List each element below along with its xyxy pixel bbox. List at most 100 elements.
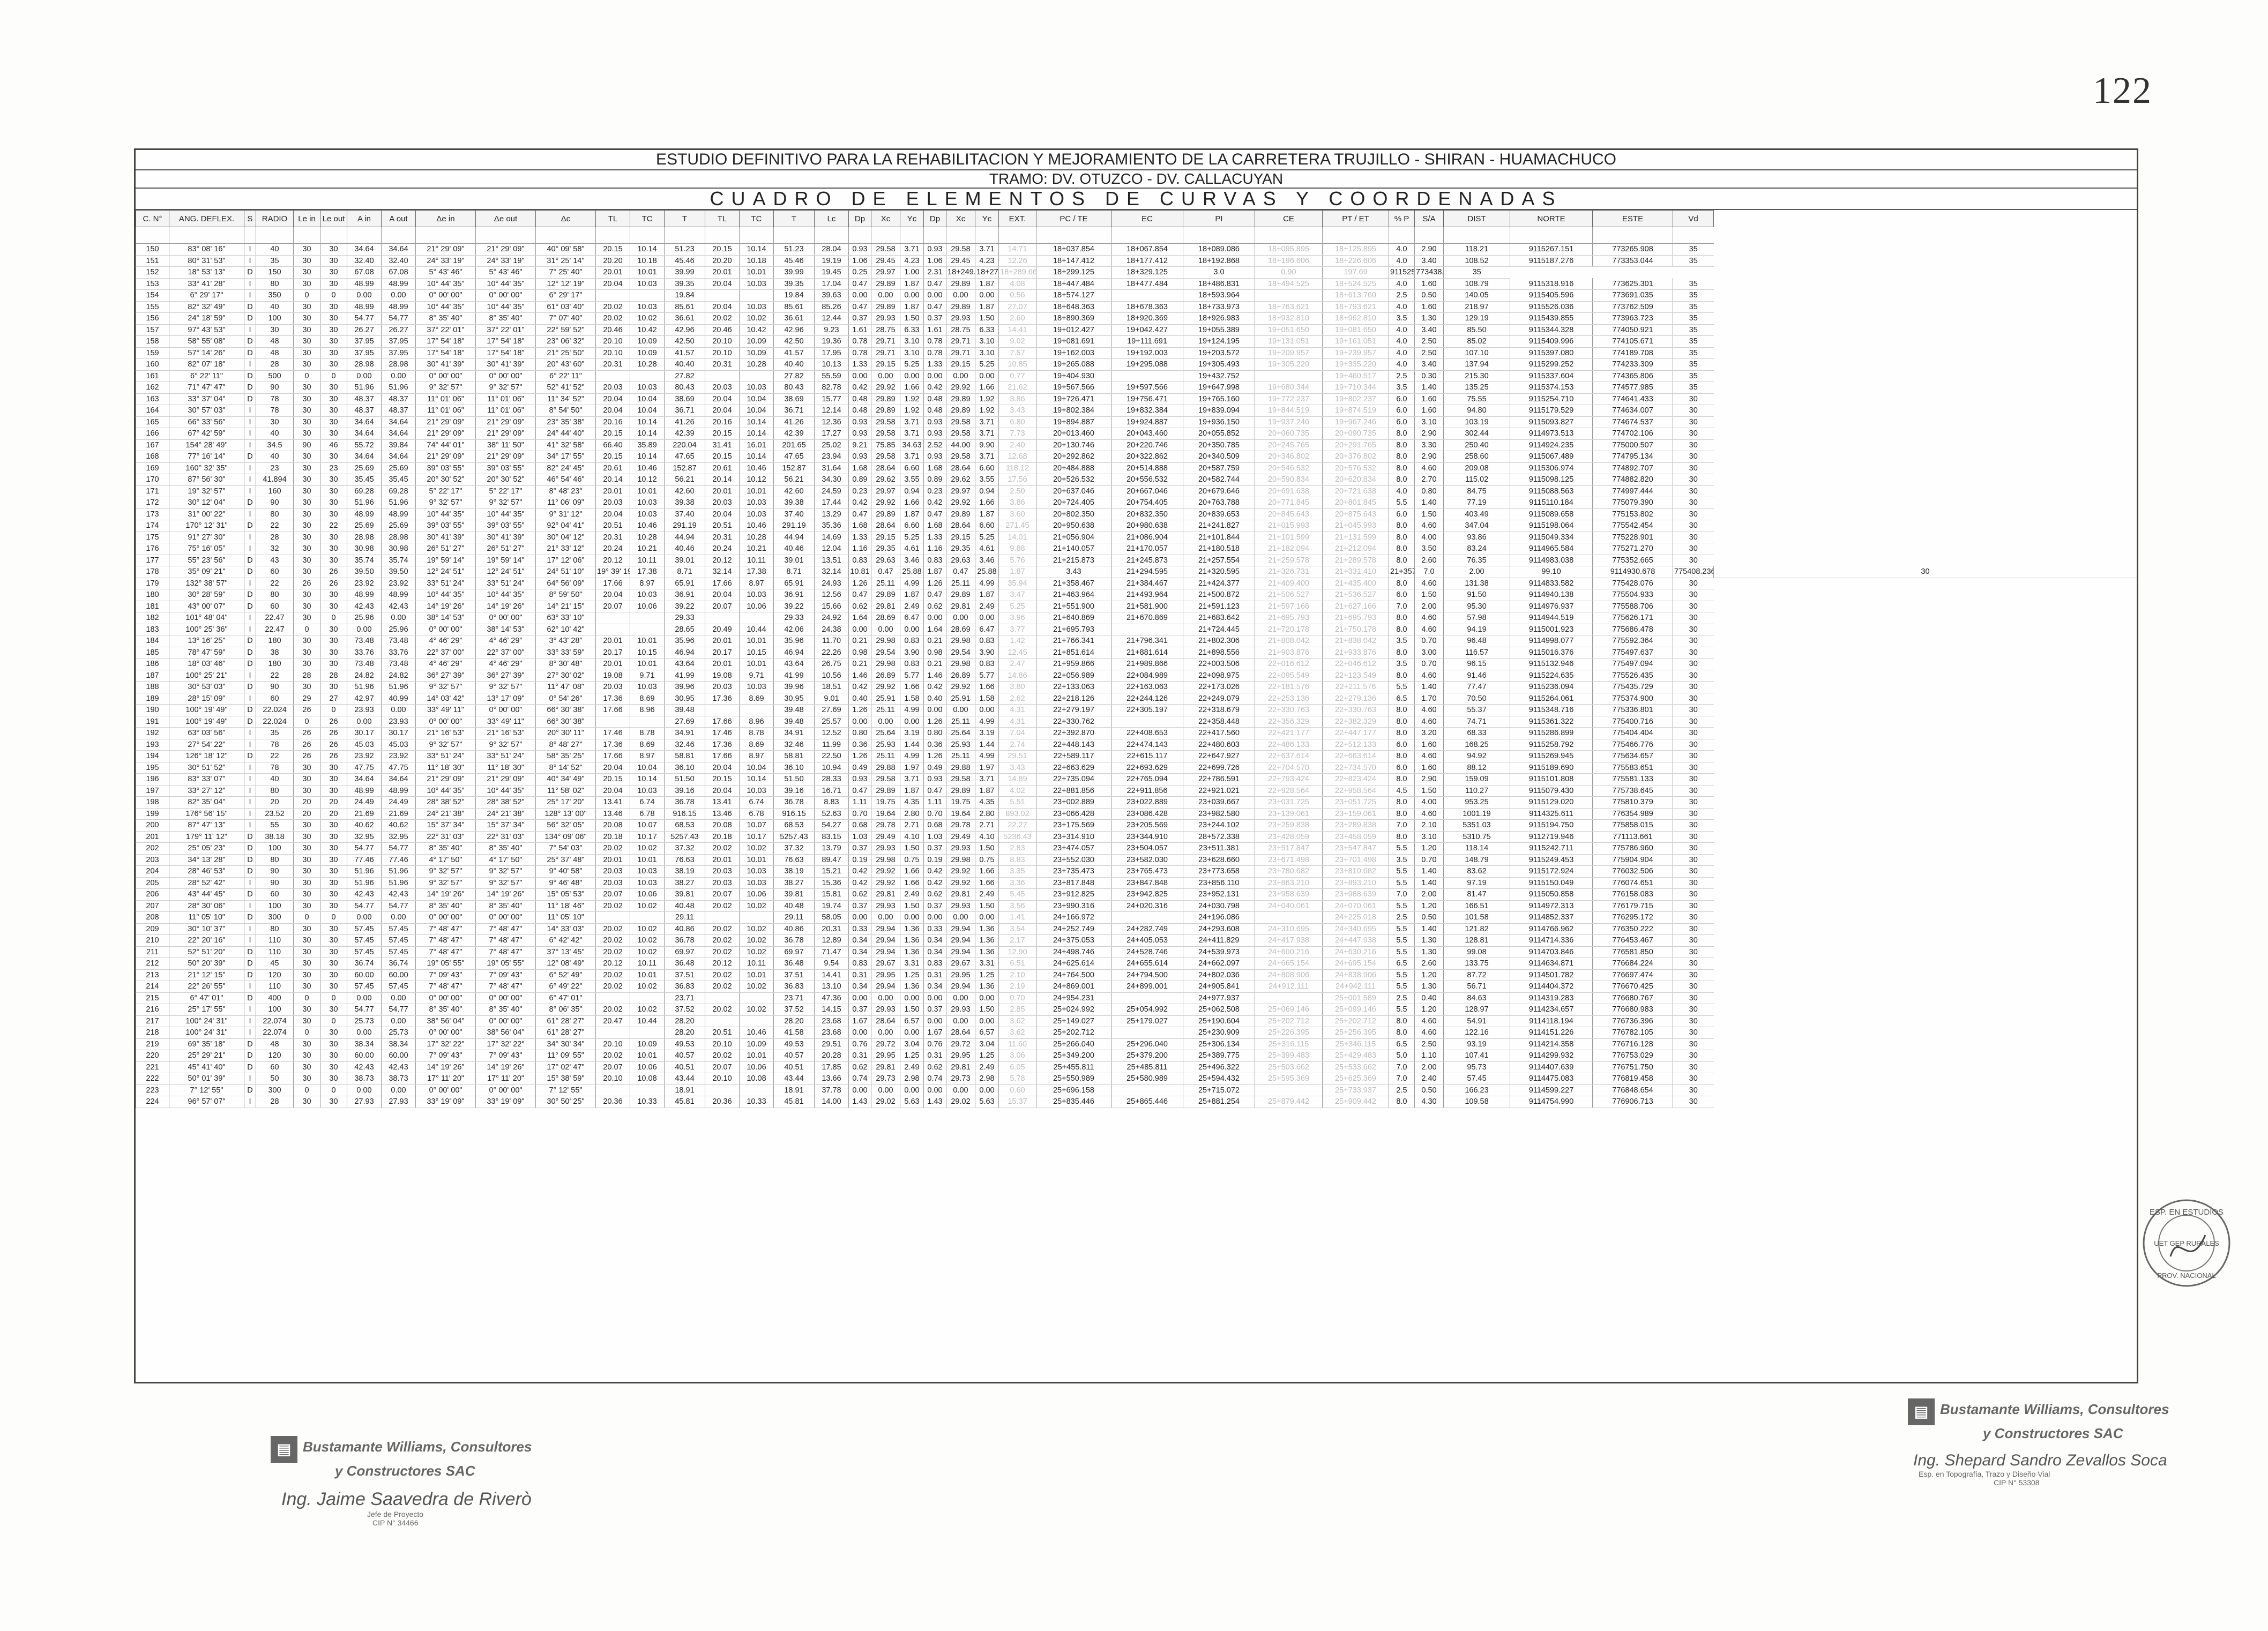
table-cell: 15° 37' 34" (475, 819, 536, 832)
table-cell: 6.60 (900, 462, 924, 474)
table-cell: 54.77 (347, 1004, 382, 1016)
table-cell: 17.46 (595, 727, 630, 739)
table-cell: 22+786.591 (1183, 773, 1255, 785)
table-cell: 9115526.036 (1510, 301, 1593, 313)
table-cell: 33° 51' 24" (475, 750, 536, 762)
table-cell: 3.71 (975, 243, 999, 256)
table-cell: 34.64 (381, 451, 416, 463)
table-cell: 23+205.569 (1111, 819, 1183, 832)
table-cell: 6° 47' 01" (169, 992, 244, 1004)
table-cell: 19.74 (814, 900, 849, 912)
table-cell: 29.11 (773, 911, 815, 924)
table-cell: 5.5 (1389, 497, 1415, 509)
table-cell: 24+794.500 (1111, 969, 1183, 981)
table-cell: 20+637.046 (1036, 485, 1111, 497)
table-cell: 9115198.064 (1510, 520, 1593, 532)
table-cell: 0.42 (923, 497, 946, 509)
table-cell: 4.99 (975, 578, 999, 589)
table-cell: 5.51 (998, 796, 1036, 809)
table-cell: 67° 42' 59" (169, 428, 244, 440)
table-cell: 3.19 (975, 727, 999, 739)
table-cell: 39° 03' 55" (475, 462, 536, 474)
table-cell: 13.41 (705, 796, 740, 809)
table-cell: 775858.015 (1592, 819, 1673, 832)
table-cell: 10° 44' 35" (475, 589, 536, 601)
table-cell: 0.62 (923, 1061, 946, 1073)
table-cell: 195 (136, 762, 169, 774)
table-cell: 0 (293, 624, 320, 635)
table-cell: 8.0 (1389, 612, 1415, 624)
table-cell: 26 (293, 704, 320, 716)
professional-seal: ESP. EN ESTUDIOS UET GEP RURALES PROV. N… (2143, 1199, 2230, 1287)
table-cell: 5.5 (1389, 877, 1415, 889)
table-cell: 20 (293, 808, 320, 820)
table-cell: 4.23 (975, 255, 999, 267)
table-cell: 133.75 (1443, 957, 1510, 970)
table-cell: 9115101.808 (1510, 773, 1593, 785)
column-header: A out (381, 210, 416, 227)
engineer-name: Ing. Shepard Sandro Zevallos Soca (1913, 1452, 2167, 1469)
table-cell: 23+504.057 (1111, 842, 1183, 855)
table-cell: 20+724.405 (1036, 497, 1111, 509)
table-cell: 1.60 (1414, 301, 1444, 313)
table-cell: 3.71 (900, 773, 924, 785)
table-cell: 101.58 (1443, 911, 1510, 924)
table-cell: 43 (256, 555, 294, 566)
table-cell: 47.75 (381, 762, 416, 774)
table-cell: 776782.105 (1592, 1027, 1673, 1039)
table-cell: 22.47 (256, 612, 294, 624)
table-cell: 20+980.638 (1111, 520, 1183, 532)
table-cell: 30 (1673, 888, 1714, 901)
table-cell: 775336.801 (1592, 704, 1673, 716)
table-cell: 48.99 (381, 589, 416, 601)
spacer-row (136, 227, 2137, 244)
table-cell: 953.25 (1443, 796, 1510, 809)
table-cell: 60.00 (381, 1050, 416, 1062)
table-cell: 20.28 (814, 1050, 849, 1062)
table-cell: 7° 25' 40" (535, 266, 596, 279)
table-cell: 78 (256, 762, 294, 774)
table-cell: 76.63 (773, 854, 815, 866)
table-cell: 20° 30' 11" (535, 727, 596, 739)
table-cell: 12.90 (998, 946, 1036, 958)
table-cell: 30 (1673, 508, 1714, 520)
table-cell: 25+733.937 (1322, 1084, 1389, 1096)
table-cell: 21.62 (998, 381, 1036, 394)
table-cell: 1.64 (923, 624, 946, 635)
table-cell: 32.95 (381, 831, 416, 843)
table-cell: 10.01 (630, 485, 665, 497)
table-cell: 22 (256, 520, 294, 532)
table-cell: 165 (136, 416, 169, 428)
table-cell: 0.00 (381, 289, 416, 302)
table-cell: 54.77 (347, 900, 382, 912)
table-cell: 9115299.252 (1510, 358, 1593, 371)
table-cell: 161 (136, 370, 169, 382)
table-cell: 38° 14' 53" (475, 624, 536, 635)
table-cell: 29.94 (946, 946, 975, 958)
table-cell: 22+928.564 (1255, 785, 1323, 797)
table-cell: 24+447.938 (1322, 934, 1389, 947)
table-cell: 21+056.904 (1036, 532, 1111, 543)
table-cell: 29.88 (946, 762, 975, 774)
table-cell: 83.24 (1443, 543, 1510, 555)
table-cell (595, 716, 630, 728)
table-cell: 22+123.549 (1322, 670, 1389, 682)
table-cell: D (244, 704, 256, 716)
table-cell: 2.00 (1443, 566, 1510, 578)
table-cell: 5.5 (1389, 900, 1415, 912)
table-cell: 28.69 (871, 612, 900, 624)
table-cell: 25+594.432 (1183, 1073, 1255, 1085)
table-cell: 23° 35' 38" (535, 416, 596, 428)
table-cell: 1.43 (848, 1096, 871, 1108)
table-cell: 7° 48' 47" (475, 923, 536, 935)
table-cell: 30 (1673, 716, 1714, 728)
table-cell: 4.0 (1389, 324, 1415, 336)
table-cell: 22.50 (814, 750, 849, 762)
table-cell: 0.47 (848, 589, 871, 601)
table-cell: 1.26 (923, 750, 946, 762)
table-cell: 1.30 (1414, 934, 1444, 947)
table-cell: 21° 12' 15" (169, 969, 244, 981)
